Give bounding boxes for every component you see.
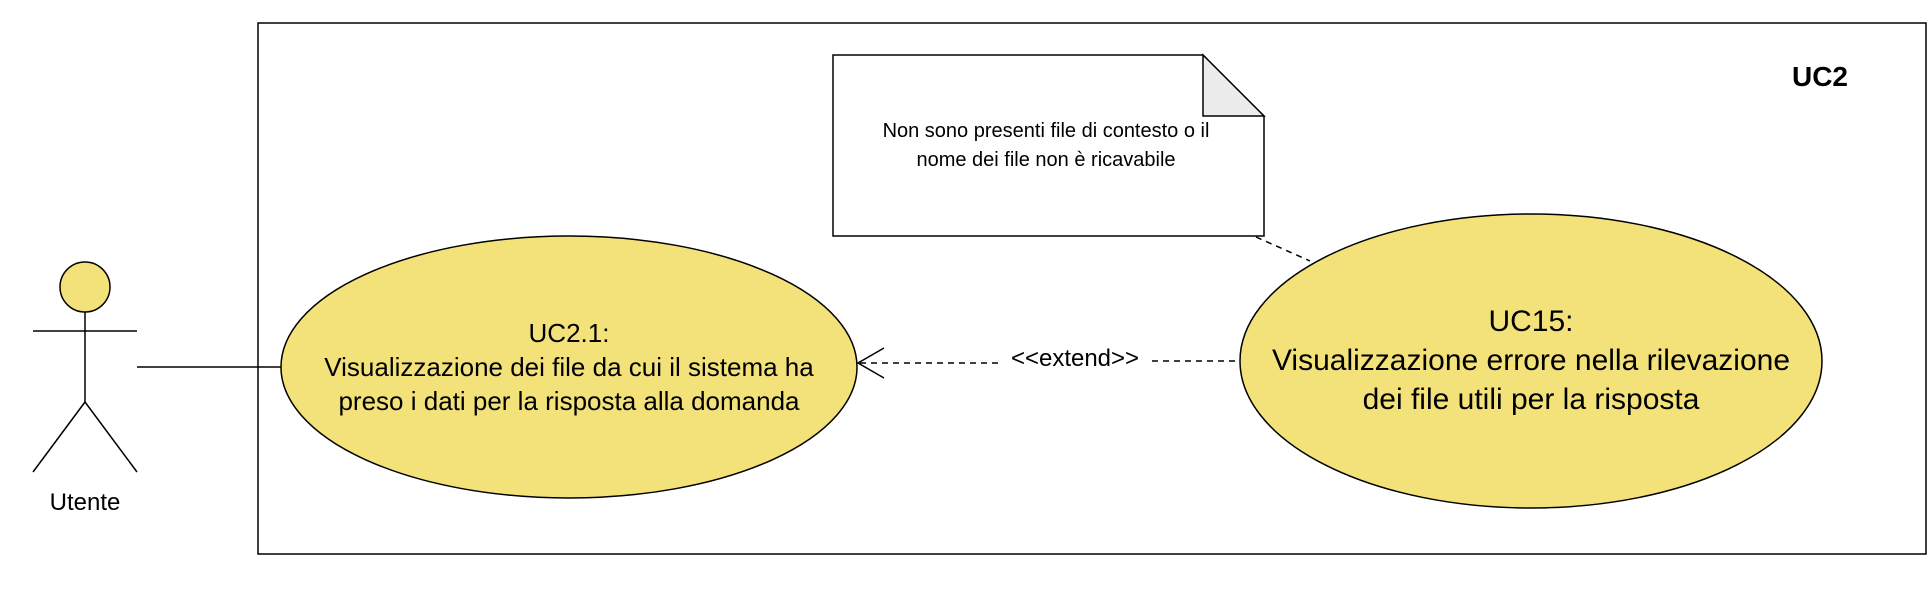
use-case-uc15-line2: dei file utili per la risposta — [1363, 383, 1700, 416]
actor-right-leg — [84, 401, 138, 473]
use-case-uc2-1[interactable]: UC2.1: Visualizzazione dei file da cui i… — [280, 235, 858, 499]
extend-arrowhead — [856, 347, 885, 379]
note-line2: nome dei file non è ricavabile — [916, 149, 1175, 171]
note: Non sono presenti file di contesto o il … — [832, 53, 1266, 237]
use-case-uc15[interactable]: UC15: Visualizzazione errore nella rilev… — [1239, 213, 1823, 509]
note-fold — [1202, 53, 1266, 117]
use-case-uc2-1-title: UC2.1: — [529, 318, 610, 348]
actor-left-leg — [32, 401, 86, 473]
system-label: UC2 — [1792, 61, 1848, 92]
use-case-uc2-1-line2: preso i dati per la risposta alla domand… — [338, 386, 800, 416]
note-connector — [1255, 236, 1311, 262]
actor-head — [59, 261, 111, 313]
extend-relation: <<extend>> — [856, 345, 1240, 379]
note-line1: Non sono presenti file di contesto o il — [883, 120, 1210, 142]
extend-label: <<extend>> — [1011, 345, 1139, 372]
actor-name: Utente — [50, 489, 121, 516]
use-case-uc15-line1: Visualizzazione errore nella rilevazione — [1272, 344, 1790, 377]
use-case-uc15-ellipse[interactable] — [1239, 213, 1823, 509]
use-case-uc15-title: UC15: — [1488, 305, 1573, 338]
use-case-uc2-1-line1: Visualizzazione dei file da cui il siste… — [324, 352, 814, 382]
actor-utente: Utente — [32, 261, 138, 516]
note-body — [832, 54, 1265, 237]
use-case-uc2-1-ellipse[interactable] — [280, 235, 858, 499]
